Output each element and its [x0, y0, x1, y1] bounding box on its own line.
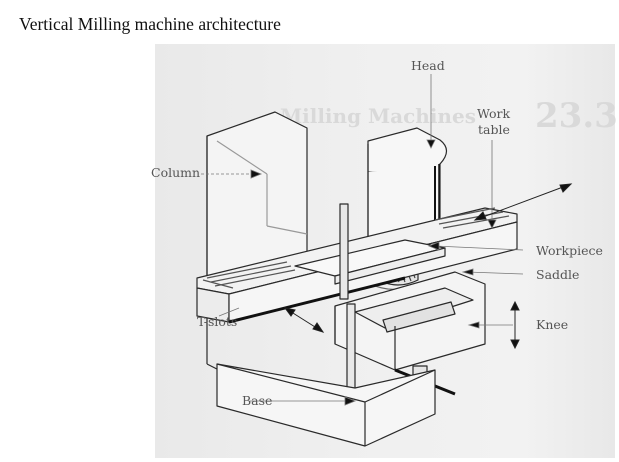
label-workpiece: Workpiece	[536, 243, 603, 258]
t-slots-leader	[218, 307, 240, 317]
label-base: Base	[242, 393, 273, 408]
slide-title: Vertical Milling machine architecture	[19, 14, 281, 34]
label-work-table-1: Work	[477, 106, 511, 121]
base	[216, 363, 436, 447]
label-column: Column	[151, 165, 201, 180]
bleed-section-number: 23.3	[535, 96, 618, 136]
head-arrow-icon	[426, 139, 436, 149]
table-travel-arrow	[474, 183, 572, 221]
bleed-section-title: Milling Machines	[280, 104, 476, 128]
workpiece	[294, 239, 446, 285]
label-work-table-2: table	[478, 122, 510, 137]
column-arrow-icon	[250, 169, 263, 179]
label-knee: Knee	[536, 317, 569, 332]
machine-drawing	[196, 74, 573, 447]
label-head: Head	[411, 58, 445, 73]
travel-arrow-icon	[559, 183, 573, 193]
label-t-slots: T-slots	[197, 314, 238, 329]
guide-rod	[339, 203, 349, 300]
saddle-leader	[466, 271, 524, 275]
milling-machine-figure: 23.3 Milling Machines	[151, 44, 618, 458]
label-saddle: Saddle	[536, 267, 580, 282]
saddle-knee	[334, 271, 486, 371]
workpiece-leader	[434, 245, 524, 251]
work-table-arrow-icon	[487, 219, 497, 229]
